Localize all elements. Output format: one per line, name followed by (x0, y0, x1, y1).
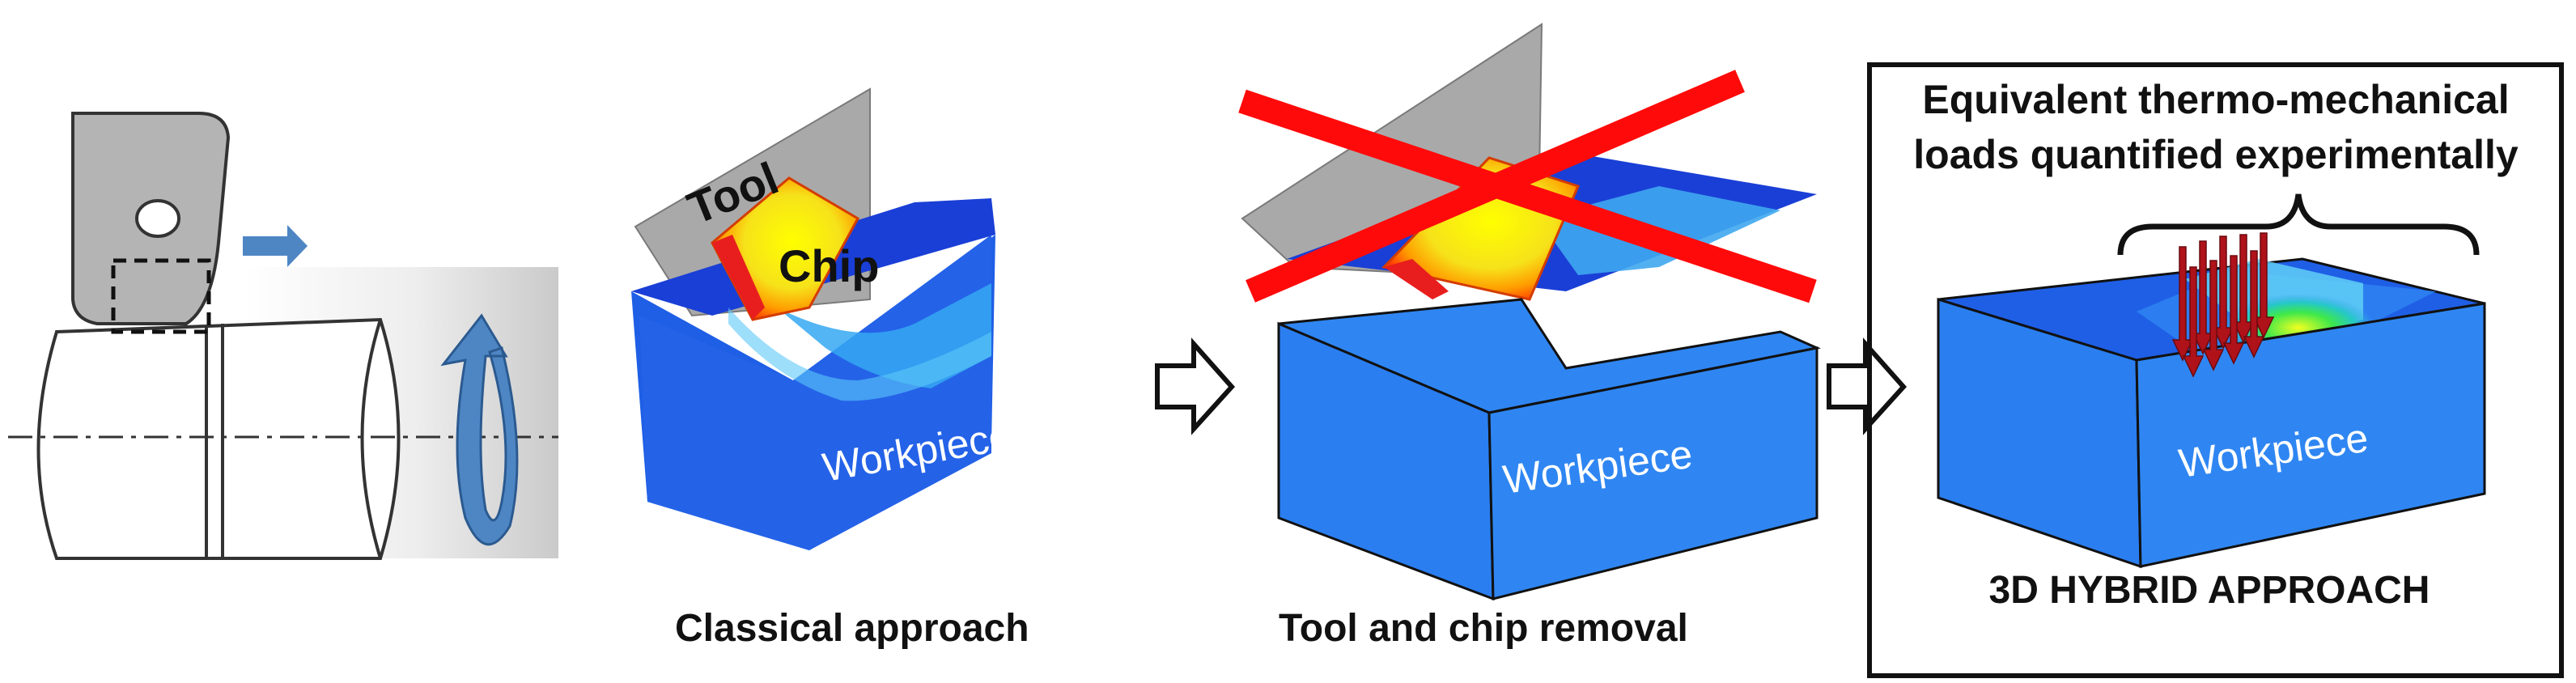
caption-removal: Tool and chip removal (1279, 607, 1688, 650)
load-arrow-icon (2202, 260, 2225, 371)
load-arrow-icon (2212, 235, 2234, 350)
workpiece-side-hybrid (2135, 302, 2486, 568)
curly-brace (2117, 193, 2480, 256)
caption-hybrid: 3D HYBRID APPROACH (1989, 569, 2430, 612)
removed-chip-red (1384, 259, 1449, 299)
caption-classical: Classical approach (675, 607, 1029, 650)
load-arrows (2171, 232, 2275, 378)
load-arrow-icon (2171, 246, 2194, 362)
hybrid-frame (1867, 62, 2564, 678)
workpiece-main-face (639, 235, 991, 550)
cutting-zone-box (111, 258, 211, 334)
panel-classical: Tool Chip Workpiece Classical approach (631, 87, 1029, 650)
hybrid-heading-line1: Equivalent thermo-mechanical (1922, 77, 2509, 122)
load-arrow-icon (2192, 240, 2214, 355)
load-arrow-icon (2252, 232, 2275, 339)
panel-removal: Workpiece Tool and chip removal (1238, 23, 1821, 650)
turning-schematic (8, 112, 558, 560)
groove-shade (728, 308, 991, 401)
chip-red-edge (712, 235, 765, 320)
chip-label: Chip (779, 240, 879, 291)
feed-arrow-icon (243, 225, 308, 267)
cross-line-1 (1238, 89, 1817, 303)
load-arrow-icon (2243, 250, 2265, 358)
workpiece-cylinder (36, 317, 401, 560)
cross-line-2 (1246, 70, 1745, 303)
load-arrow-icon (2222, 255, 2245, 365)
process-arrow-icon (1155, 337, 1236, 435)
hybrid-heading-line2: loads quantified experimentally (1913, 132, 2519, 177)
workpiece-side-removal (1487, 346, 1818, 600)
load-arrow-icon (2232, 234, 2255, 344)
rotation-arrow-icon (440, 313, 519, 546)
insert-hole (135, 199, 180, 238)
panel-hybrid: Equivalent thermo-mechanical loads quant… (1867, 62, 2564, 678)
load-arrow-icon (2182, 266, 2205, 378)
process-arrow-icon-2 (1827, 337, 1908, 435)
